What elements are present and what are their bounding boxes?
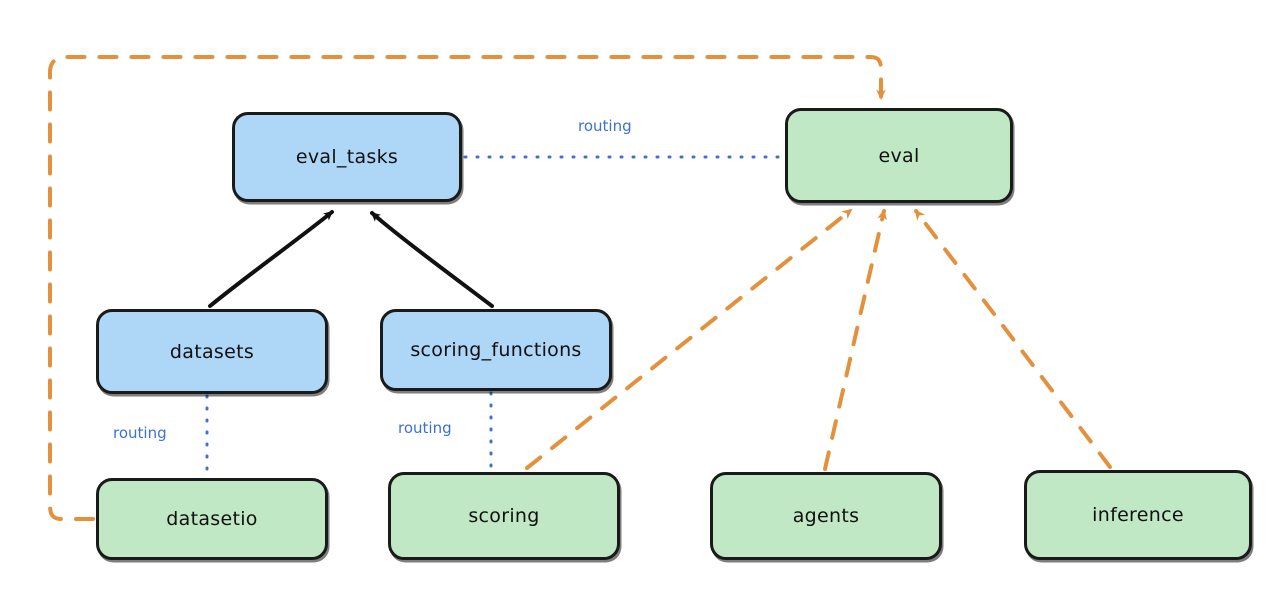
node-eval[interactable]: eval	[785, 108, 1013, 203]
edge-datasets-eval_tasks	[208, 210, 334, 308]
node-eval-tasks[interactable]: eval_tasks	[232, 112, 462, 202]
node-label: eval	[878, 144, 920, 167]
node-scoring[interactable]: scoring	[388, 472, 620, 560]
node-scoring-functions[interactable]: scoring_functions	[380, 309, 612, 391]
edge-label-routing-scoring: routing	[398, 419, 452, 437]
edge-datasetio-eval	[48, 55, 886, 521]
node-label: datasets	[169, 340, 255, 363]
node-label: scoring	[468, 505, 540, 527]
node-label: eval_tasks	[295, 146, 399, 168]
node-label: inference	[1092, 504, 1184, 526]
node-label: agents	[792, 505, 860, 527]
edge-label-routing-datasetio: routing	[113, 424, 167, 442]
node-label: datasetio	[166, 508, 258, 530]
edge-inference-eval	[914, 209, 1112, 469]
node-agents[interactable]: agents	[710, 472, 942, 560]
edge-scoring_functions-eval_tasks	[370, 211, 494, 308]
edge-agents-eval	[823, 209, 887, 471]
edge-label-routing-eval: routing	[578, 117, 632, 135]
node-datasetio[interactable]: datasetio	[96, 478, 328, 560]
node-datasets[interactable]: datasets	[96, 309, 328, 394]
node-label: scoring_functions	[410, 339, 582, 361]
node-inference[interactable]: inference	[1024, 470, 1252, 560]
